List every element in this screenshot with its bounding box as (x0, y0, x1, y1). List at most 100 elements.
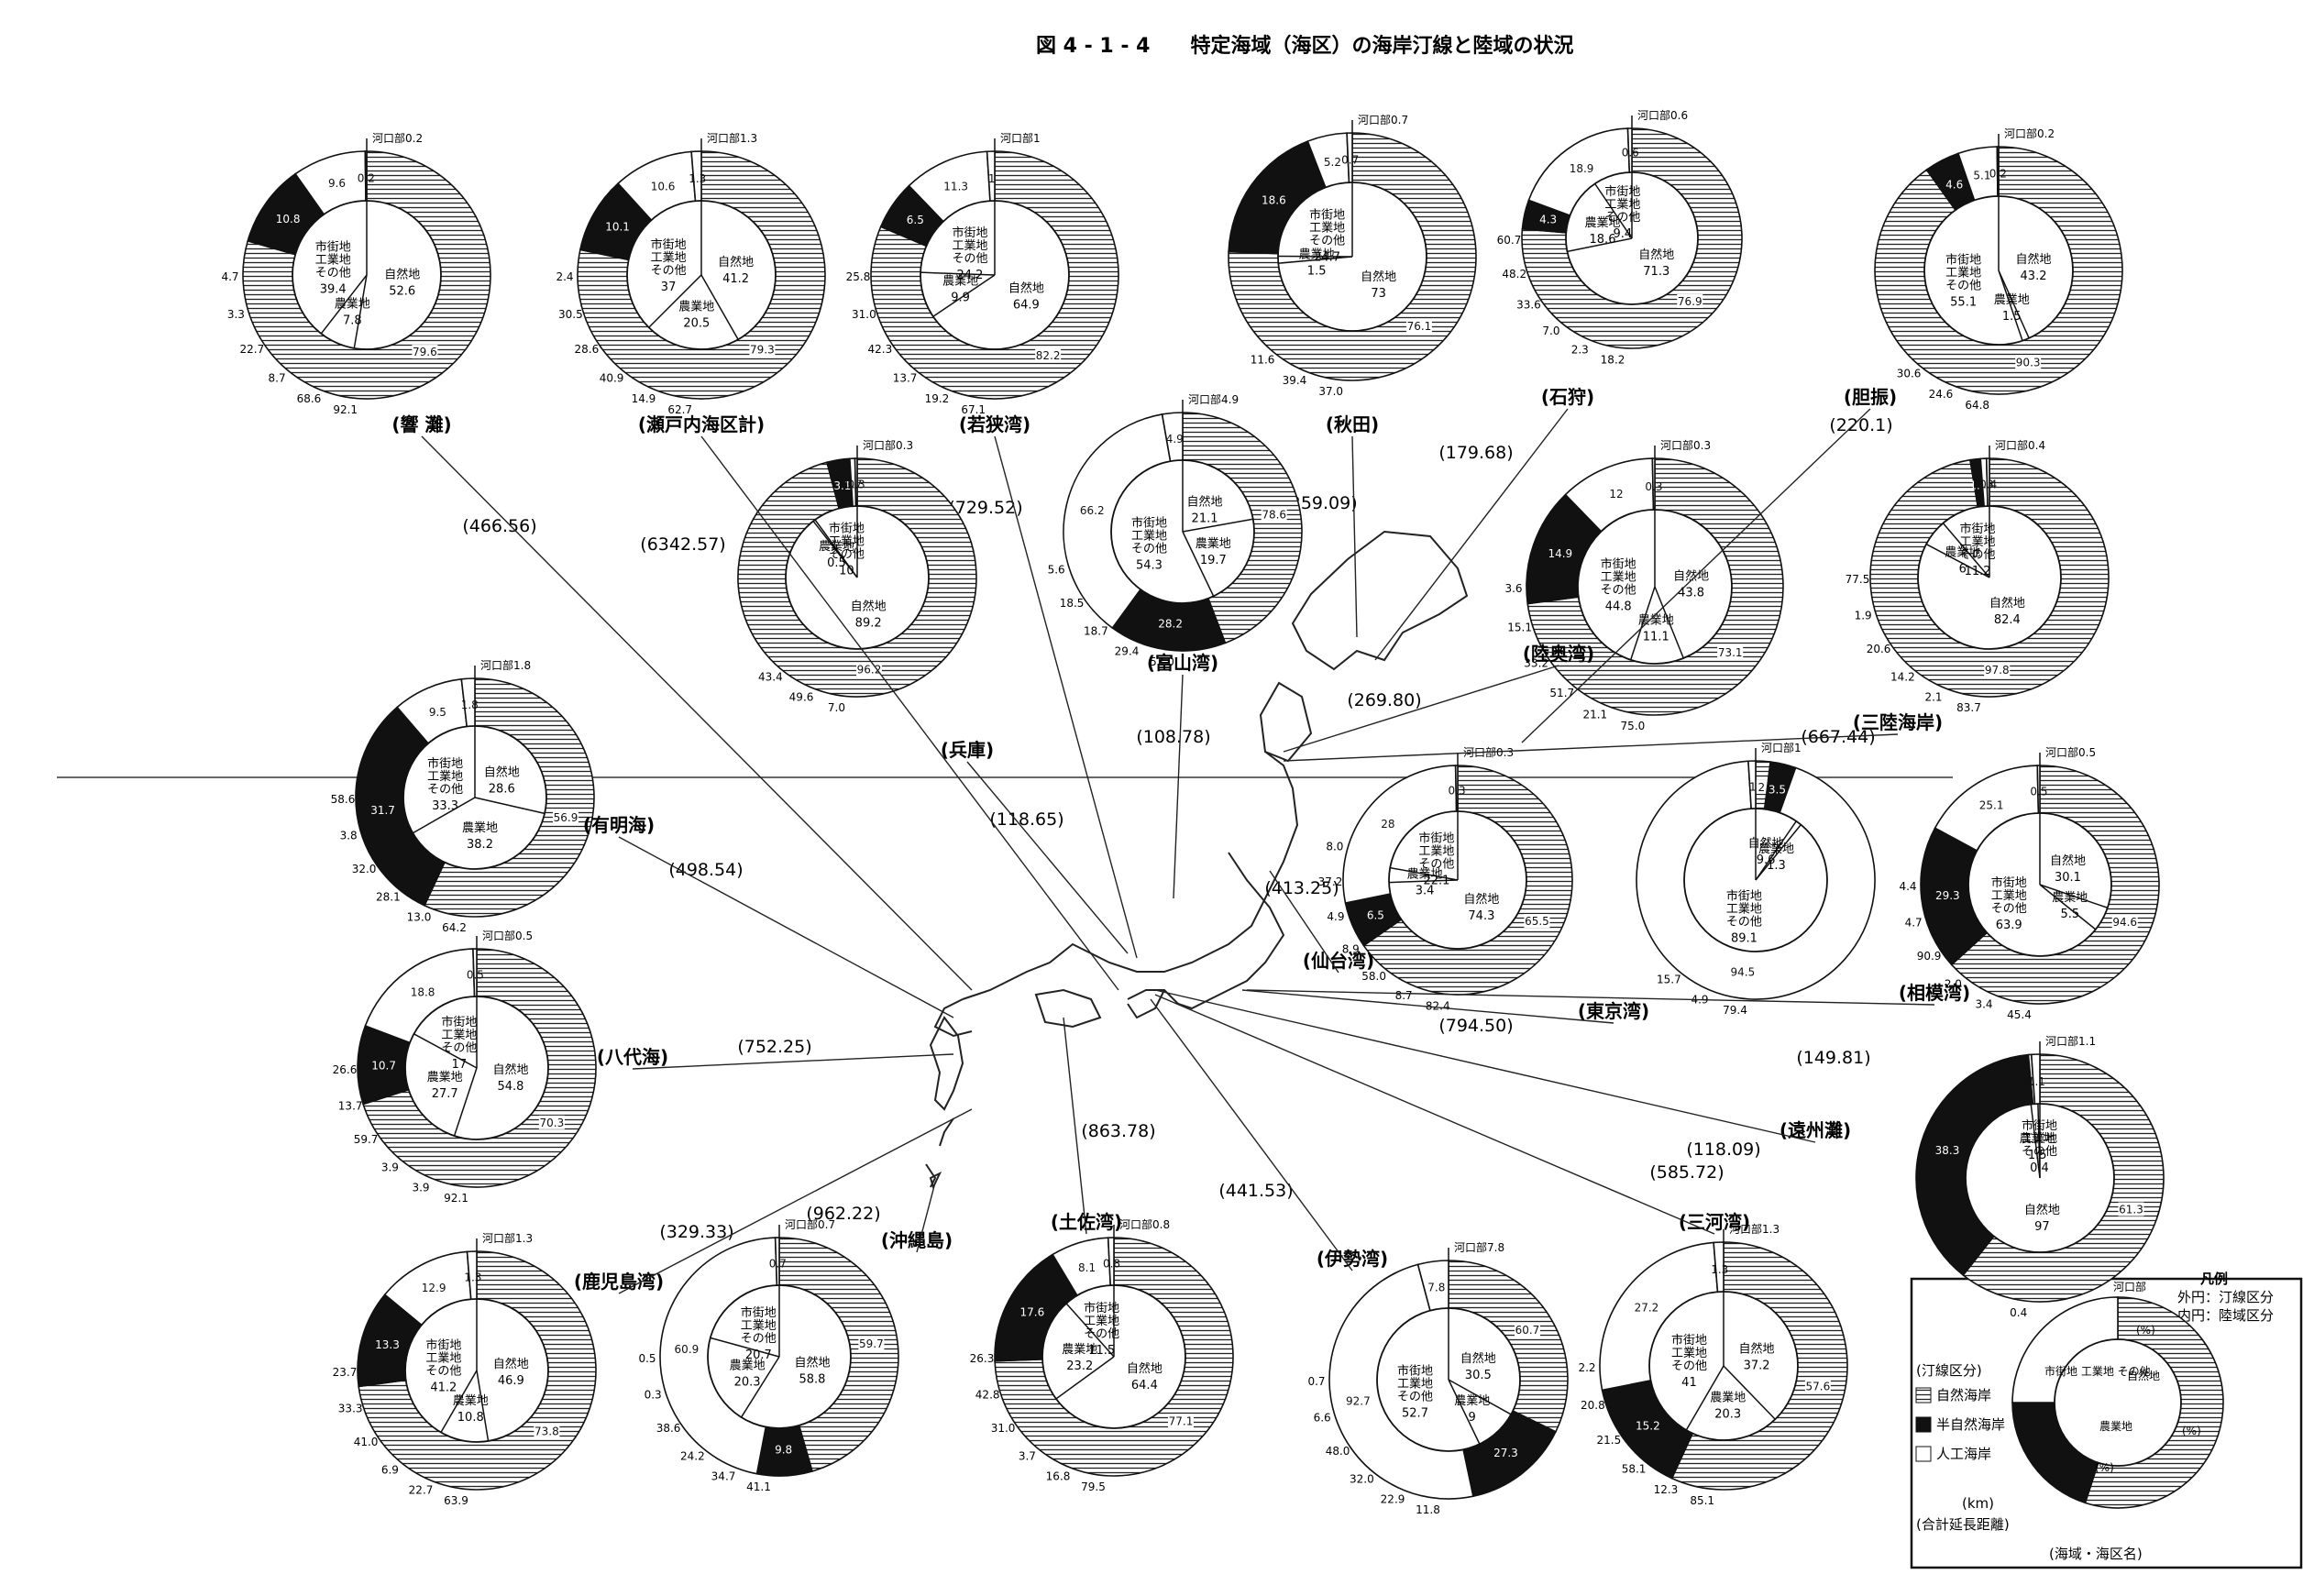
chart-11-inner-urban-name: 工業地 (1418, 843, 1454, 858)
chart-13-inner-urban-name: その他 (1991, 902, 2027, 916)
chart-19-outer-natural-value-label: 60.7 (1515, 1324, 1540, 1337)
chart-2-inner-agri-name: 農業地 (942, 274, 978, 289)
chart-7-extra-label: 5.6 (1048, 564, 1065, 577)
chart-18-inner-nature-name: 自然地 (1127, 1361, 1163, 1376)
chart-13-sea-name: (相模湾) (1899, 982, 1970, 1004)
chart-8-outer-label-bg (1717, 644, 1744, 659)
chart-6-river-label: 河口部0.3 (863, 438, 913, 452)
chart-6-inner-urban-value: 10 (839, 564, 854, 578)
chart-4-outer-artificial-value-label: 18.9 (1570, 162, 1594, 175)
chart-20-extra-label: 21.5 (1596, 1434, 1621, 1447)
pie-chart-16: 73.813.312.91.3自然地46.9農業地10.8市街地工業地その他41… (333, 1222, 734, 1507)
chart-1-river-label: 河口部1.3 (707, 131, 757, 145)
chart-20-outer-natural-value-label: 57.6 (1806, 1381, 1831, 1393)
chart-10-outer-semi-value-label: 31.7 (370, 804, 395, 817)
chart-5-sea-name: (胆振) (1844, 386, 1897, 408)
chart-4-inner-urban-name: 工業地 (1604, 197, 1640, 212)
pie-chart-20: 57.615.227.21.3自然地37.2農業地20.3市街地工業地その他41… (1578, 1162, 1848, 1507)
chart-14-outer-natural-value-label: 70.3 (540, 1117, 565, 1129)
chart-16-inner-nature-value: 46.9 (498, 1374, 524, 1388)
legend-total-length: (合計延長距離) (1916, 1516, 2010, 1533)
chart-7-inner-urban-name: 工業地 (1131, 528, 1167, 543)
chart-4-extra-label: 7.0 (1542, 325, 1559, 337)
chart-16-extra-label: 63.9 (444, 1494, 468, 1507)
chart-19-inner-agri-value: 9 (1469, 1411, 1476, 1425)
legend-artificial-swatch (1915, 1446, 1932, 1462)
chart-16-inner-urban-value: 41.2 (430, 1381, 457, 1394)
chart-7-inner-urban-name: 市街地 (1131, 515, 1167, 530)
chart-3-outer-natural-value-label: 76.1 (1407, 320, 1432, 333)
chart-14-outer-label-bg (538, 1115, 565, 1129)
chart-10-inner-nature-name: 自然地 (484, 765, 520, 780)
chart-0-sea-name: (響 灘) (391, 413, 451, 435)
chart-1-leader-line (700, 435, 1119, 991)
chart-13-inner-urban-name: 市街地 (1991, 875, 2027, 890)
chart-17-outer-semi-value-label: 9.8 (775, 1443, 792, 1456)
figure-title: 図 4 - 1 - 4 特定海域（海区）の海岸汀線と陸域の状況 (1036, 34, 1573, 58)
chart-14-inner-urban-value: 17 (452, 1058, 468, 1072)
chart-9-inner-urban-name: その他 (1960, 548, 1996, 562)
chart-2-outer-label-bg (1035, 347, 1062, 362)
chart-19-extra-label: 22.9 (1381, 1492, 1405, 1505)
chart-2-extra-label: 31.0 (852, 308, 876, 321)
pie-chart-10: 56.931.79.51.8自然地28.6農業地38.2市街地工業地その他33.… (331, 658, 744, 934)
chart-18-inner-agri-name: 農業地 (1062, 1342, 1097, 1357)
chart-0-outer-semi-value-label: 10.8 (276, 213, 301, 226)
chart-19-inner-nature-name: 自然地 (1460, 1351, 1496, 1366)
chart-0-extra-label: 8.7 (269, 371, 286, 384)
chart-17-outer-artificial-value-label: 60.9 (675, 1343, 700, 1356)
chart-12-outer-natural-value-label: 2 (1758, 781, 1765, 794)
chart-7-inner-urban-name: その他 (1131, 542, 1167, 556)
chart-16-extra-label: 41.0 (354, 1436, 379, 1448)
chart-3-inner-urban-name: 工業地 (1309, 220, 1345, 235)
chart-0-inner-divider (320, 274, 368, 335)
chart-11-extra-label: 8.0 (1326, 840, 1343, 853)
chart-9-outer-natural-value-label: 97.8 (1985, 664, 2010, 677)
chart-5-inner-urban-name: 市街地 (1945, 252, 1981, 267)
chart-15-inner-urban-name: その他 (2022, 1145, 2057, 1159)
chart-6-inner-urban-name: 工業地 (829, 534, 865, 548)
chart-4-extra-label: 60.7 (1497, 234, 1522, 247)
chart-6-sea-name: (兵庫) (941, 739, 994, 761)
chart-2-inner-nature-name: 自然地 (1008, 281, 1044, 295)
chart-20-extra-label: 85.1 (1690, 1494, 1714, 1507)
chart-18-outer-natural-value-label: 77.1 (1169, 1414, 1194, 1427)
chart-17-sea-name: (沖縄島) (881, 1229, 953, 1251)
chart-17-river-label: 河口部0.7 (785, 1217, 835, 1231)
chart-14-extra-label: 13.7 (338, 1100, 363, 1113)
legend-natural-label: 自然海岸 (1936, 1387, 1991, 1403)
chart-4-river-label: 河口部0.6 (1637, 108, 1688, 122)
chart-6-inner-nature-name: 自然地 (851, 599, 887, 613)
chart-7-extra-label: 18.7 (1084, 625, 1108, 638)
legend-nature: 自然地 (2127, 1369, 2160, 1382)
chart-1-extra-label: 2.4 (556, 270, 573, 283)
chart-12-inner-agri-name: 農業地 (1758, 842, 1794, 856)
chart-8-extra-label: 51.7 (1549, 687, 1574, 699)
chart-1-outer-label-bg (749, 342, 776, 357)
chart-15-inner-urban-name: 工業地 (2022, 1131, 2057, 1146)
chart-13-extra-label: 2.0 (1945, 978, 1962, 991)
chart-6-extra-label: 7.0 (828, 701, 845, 714)
chart-16-outer-artificial-value-label: 12.9 (422, 1282, 446, 1294)
chart-6-inner-agri-name: 農業地 (819, 539, 854, 554)
chart-15-extra-label: 0.4 (2010, 1306, 2027, 1319)
chart-17-inner-nature-value: 58.8 (799, 1372, 826, 1386)
chart-18-inner-nature-value: 64.4 (1131, 1379, 1158, 1392)
chart-8-inner-urban-value: 44.8 (1605, 600, 1632, 614)
chart-3-inner-divider (1278, 256, 1353, 264)
chart-10-inner-nature-value: 28.6 (489, 783, 515, 797)
chart-0-inner-urban-name: 市街地 (315, 239, 351, 254)
chart-11-outer-label-bg (1524, 914, 1550, 929)
chart-9-outer-label-bg (1984, 663, 2011, 677)
chart-10-outer-label-bg (552, 809, 579, 824)
chart-16-inner-divider (440, 1370, 478, 1433)
chart-1-outer-artificial-value-label: 10.6 (651, 180, 676, 193)
chart-9-extra-label: 1.9 (1855, 610, 1872, 622)
chart-14-inner-divider (453, 1067, 478, 1137)
chart-7-outer-artificial-value-label: 66.2 (1080, 504, 1105, 517)
chart-13-inner-divider (2039, 884, 2109, 908)
chart-15-inner-urban-name: 市街地 (2022, 1118, 2057, 1133)
chart-0-inner-nature-value: 52.6 (389, 284, 415, 298)
chart-0-extra-label: 68.6 (297, 392, 322, 405)
chart-14-extra-label: 26.6 (333, 1063, 358, 1076)
